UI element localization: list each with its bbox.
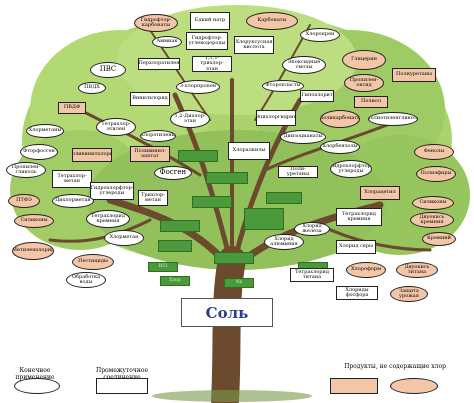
node-tetrachloromethane: Тетрахлор-метан [52, 170, 92, 188]
node-hydrofluoro-hydrocarbons: Гидрофтор-углеводороды [186, 32, 228, 50]
node-perchloroethylene: Перхлорэтилен [138, 58, 180, 70]
legend-final-shape [14, 378, 60, 394]
node-dichloromethane: Дихлорметан [52, 194, 94, 208]
node-green-6 [244, 208, 284, 230]
node-chlorbenzenes-2: Хлорацетил [360, 186, 400, 200]
node-trichloromethane: Трихлор-метан [138, 190, 168, 206]
node-polyvinyl-chloride: Поливинилхлорид [72, 148, 112, 162]
node-chloroacetic-acid: Хлоруксусная кислота [234, 36, 274, 54]
legend-intermediate-label: Промежуточное соединение [95, 367, 148, 380]
node-polycarbonates: Поликарбонаты [320, 110, 360, 128]
node-titanium-dioxide: Двуокись титана [396, 262, 438, 278]
node-aluminium-chloride: Хлорид алюминия [264, 234, 304, 250]
node-diisocyanates-2: Поли-уретаны [278, 166, 318, 178]
node-iron-chloride: Хлорид железа [294, 222, 330, 236]
node-tetrachlorosilane-left: Тетрахлорид кремния [86, 210, 130, 228]
node-pesticides: Пестициды [72, 254, 114, 270]
node-carbonates: Карбонаты [246, 12, 298, 30]
node-polyurethanes: Полиуретаны [392, 68, 436, 82]
node-fluoroplastics: Фторопласты [262, 80, 304, 92]
node-chlorophenols: Гидрохлорфтор-углероды [330, 160, 372, 178]
node-pvdf: ПВДФ [58, 102, 86, 114]
node-propylene-glycol: Пропилен-гликоль [6, 162, 46, 178]
node-fluorophosgene: Фторфосген [20, 144, 58, 160]
node-silicones: Силиконы [14, 214, 54, 228]
node-titanium-tetrachloride: Тетрахлорид титана [290, 268, 334, 282]
node-sodium: Na [224, 278, 254, 288]
node-green-8 [214, 252, 254, 264]
node-pvdh: ПВДХ [78, 82, 106, 94]
legend-products-oval [390, 378, 438, 394]
node-phenols: Фенолы [414, 144, 454, 160]
node-green-5 [160, 220, 200, 232]
node-ammonia: Аммиак [152, 36, 182, 48]
node-chloroform: Хлороформ [346, 262, 386, 278]
node-sulfur-chloride: Хлорид серы [336, 240, 376, 254]
node-polyurethane-applications: Полиэфиры [416, 166, 456, 182]
node-water-treatment: Обработка воды [66, 272, 106, 288]
node-polyvinyl-acetate: Поливинил-ацетат [130, 146, 170, 162]
node-polyol: Полиол [354, 96, 388, 108]
node-hypochlorite: Гипохлорит [300, 90, 334, 102]
node-green-2 [206, 172, 248, 184]
node-chloromethane: Хлорметан [104, 230, 144, 246]
node-hydrochlorofluorocarbons: Гидрохлорфтор-углероды [90, 182, 134, 200]
node-dichloroethane-12: 1,2-Дихлор-этан [170, 110, 210, 128]
node-propylene-oxide: Пропилен-оксид [344, 74, 384, 92]
node-silicon-dioxide: Двуокись кремния [410, 212, 454, 228]
node-silicones-right: Силиконы [412, 196, 454, 210]
ground [152, 390, 312, 402]
node-hydrofluorocarbonates: Гидрофтор-карбонаты [134, 14, 178, 32]
legend-products-label: Продукты, не содержащие хлор [344, 363, 446, 370]
node-pvs: ПВС [90, 62, 126, 78]
node-polyethylene-glycol: Полиэтиленгликоль [368, 112, 418, 126]
node-chloroethylenes: Хлорэтилены [140, 130, 176, 142]
node-phosgene: Фосген [154, 166, 192, 180]
node-caustic-soda: Едкий натр [190, 12, 230, 30]
node-chlorine: Хлор [160, 276, 190, 286]
node-methylene-chloride: Метиленхлорид [12, 242, 54, 260]
node-hcl: НСl [148, 262, 178, 272]
node-green-1 [178, 150, 218, 162]
node-green-4 [266, 192, 302, 204]
root-salt-label: Соль [181, 298, 273, 327]
node-tetrachlorosilane: Тетрахлорид кремния [336, 208, 382, 226]
node-tetrachloroethylene: Тетрахлор-этилен [96, 118, 136, 136]
node-glycerin: Глицерин [342, 50, 386, 70]
node-chlorobenzenes: Хлорбензолы [320, 140, 360, 154]
node-3-chloropropene: 3-хлорпропен [176, 80, 220, 94]
node-silicon: Кремний [422, 232, 456, 246]
node-vinyl-chloride: Винилхлорид [130, 92, 170, 106]
node-epichlorohydrin: Эпихлоргидрин [256, 110, 296, 126]
legend-products-rect [330, 378, 378, 394]
node-trichloroethane: 1,1,1-трихлор-этан [192, 56, 232, 72]
legend-intermediate-shape [96, 378, 148, 394]
node-epoxy-resins: Эпоксидные смолы [282, 56, 326, 74]
node-diisocyanates: Диизоцианаты [280, 130, 326, 144]
node-ptfe: ПТФЭ [8, 194, 40, 208]
node-green-7 [158, 240, 192, 252]
node-phosphorus-chlorides: Хлориды фосфора [336, 286, 378, 300]
node-crop-protection: Защита урожая [390, 286, 428, 302]
node-chloroalkyls: Хлоралкилы [228, 142, 270, 160]
node-chloroprene: Хлоропрен [300, 28, 340, 42]
node-chloromethanes: Хлорметаны [26, 124, 64, 138]
node-green-3 [192, 196, 232, 208]
